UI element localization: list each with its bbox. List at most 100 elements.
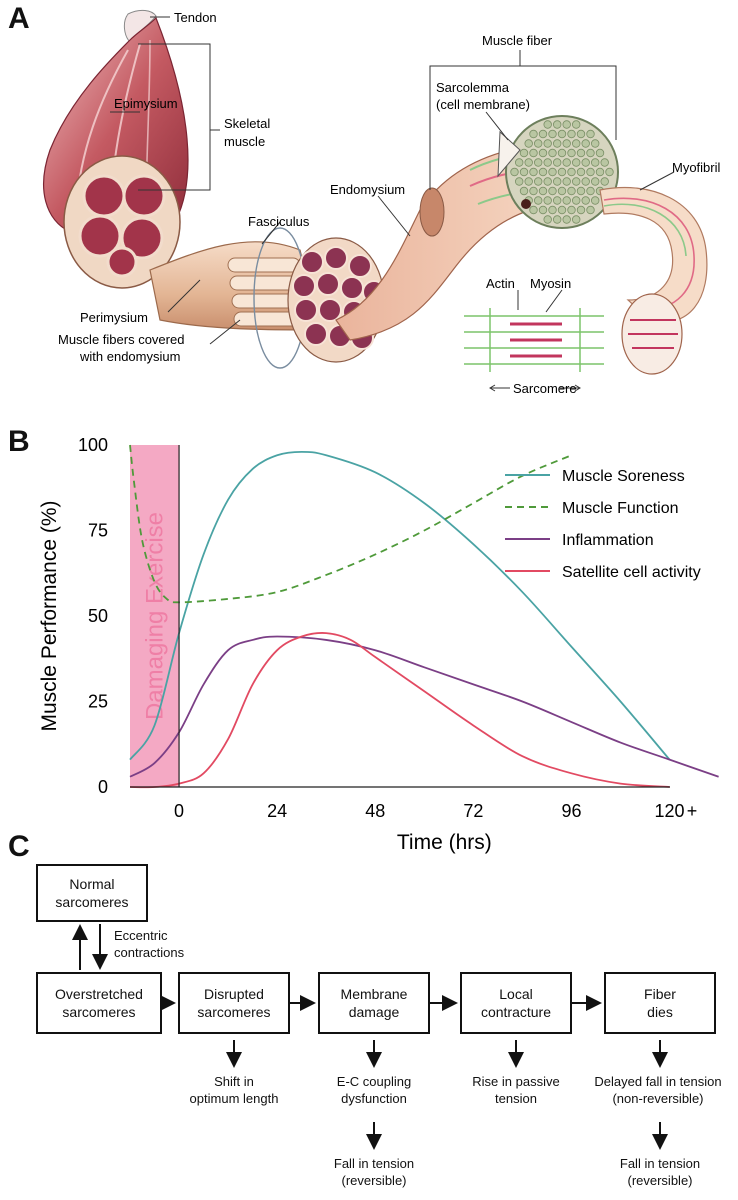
myofibril-dot xyxy=(538,167,548,177)
y-tick-100: 100 xyxy=(78,435,108,455)
myofibril-dot xyxy=(553,158,562,167)
damaging-exercise-region xyxy=(130,445,180,787)
myofibril-dot xyxy=(567,129,576,139)
myofibril-dot xyxy=(557,148,567,158)
panel-letter-a: A xyxy=(8,2,30,35)
sarcolemma-flap xyxy=(497,130,521,178)
y-tick-50: 50 xyxy=(88,606,108,626)
box-membrane-damage: Membrane damage xyxy=(318,972,430,1034)
myofibril-dot xyxy=(534,158,543,167)
x-tick-plus: + xyxy=(687,801,698,821)
myofibril-dot xyxy=(534,177,543,186)
myofibril-dot xyxy=(515,158,524,167)
box-normal-sarcomeres: Normal sarcomeres xyxy=(36,864,148,922)
box-fiber-dies: Fiber dies xyxy=(604,972,716,1034)
myofibril-dot xyxy=(567,148,576,158)
myofibril-dot xyxy=(562,177,571,186)
box-overstretched-sarcomeres: Overstretched sarcomeres xyxy=(36,972,162,1034)
myofibril-dot xyxy=(538,148,548,158)
myofibril-dot xyxy=(519,186,529,196)
legend-label-1: Muscle Function xyxy=(562,500,679,517)
legend-label-0: Muscle Soreness xyxy=(562,468,685,485)
myofibril-dot xyxy=(567,205,576,215)
myofibril-dot xyxy=(562,158,571,167)
myofibril-dot xyxy=(586,186,595,196)
label-myosin: Myosin xyxy=(530,276,571,291)
note-eccentric-contractions: Eccentric contractions xyxy=(114,928,185,960)
myofibril-dot xyxy=(524,158,533,167)
label-endomysium: Endomysium xyxy=(330,182,405,197)
series-line-inflammation xyxy=(129,635,719,778)
myofibril-dot xyxy=(581,139,590,148)
myofibril-dot xyxy=(519,148,529,158)
panel-letter-c: C xyxy=(8,830,30,863)
myofibril-dot xyxy=(562,215,571,224)
myofibril-dot xyxy=(548,167,557,177)
myofibril-dot xyxy=(557,129,567,139)
myofibril-dot xyxy=(581,158,590,167)
myofibril-dot xyxy=(534,139,543,148)
myofibril-dot xyxy=(529,205,538,215)
myofibril-dot xyxy=(519,167,529,177)
y-tick-0: 0 xyxy=(98,777,108,797)
legend-label-3: Satellite cell activity xyxy=(562,564,701,581)
myofibril-dot xyxy=(595,167,605,177)
myofibril-dot xyxy=(562,139,571,148)
myofibril-dot xyxy=(605,167,614,177)
myofibril-dot xyxy=(562,120,571,129)
myofibril-dot xyxy=(553,139,562,148)
myofibril-dot xyxy=(576,205,586,215)
myofibril-dot xyxy=(562,196,571,205)
myofibril-dot xyxy=(529,129,538,139)
myofibril-dot xyxy=(524,177,533,186)
myofibril-dot xyxy=(581,177,590,186)
myofibril-dot xyxy=(557,186,567,196)
label-myofibril: Myofibril xyxy=(672,160,721,175)
muscle-cross-section xyxy=(63,155,181,289)
box-local-contracture: Local contracture xyxy=(460,972,572,1034)
x-axis-label: Time (hrs) xyxy=(397,831,492,854)
myofibril-dot xyxy=(576,167,586,177)
x-tick-24: 24 xyxy=(267,801,287,821)
series-layer xyxy=(129,444,719,789)
panel-a-muscle-anatomy: A xyxy=(0,0,738,425)
x-tick-120: 120 xyxy=(655,801,685,821)
myofibril-dot xyxy=(572,196,581,205)
myofibril-dot xyxy=(591,139,600,148)
x-tick-0: 0 xyxy=(174,801,184,821)
myofibril-dot xyxy=(567,167,576,177)
myofibril-dot xyxy=(524,139,533,148)
myofibril-dot xyxy=(557,205,567,215)
myofibril-dot xyxy=(534,196,543,205)
myofibril-dot xyxy=(553,120,562,129)
myofibril-dot xyxy=(553,196,562,205)
myofibril-dot xyxy=(538,129,548,139)
label-tendon: Tendon xyxy=(174,10,217,25)
label-actin: Actin xyxy=(486,276,515,291)
sarcomere-schematic xyxy=(464,308,604,372)
myofibril-dot xyxy=(548,148,557,158)
note-ec-coupling: E-C coupling dysfunction xyxy=(336,1074,412,1106)
myofibril-dot xyxy=(529,148,538,158)
x-tick-72: 72 xyxy=(463,801,483,821)
myofibril-dot xyxy=(576,148,586,158)
label-perimysium: Perimysium xyxy=(80,310,148,325)
x-tick-96: 96 xyxy=(561,801,581,821)
label-muscle-fiber: Muscle fiber xyxy=(482,33,553,48)
myofibril-dot xyxy=(548,186,557,196)
myofibril-dot xyxy=(572,139,581,148)
myofibril-dot xyxy=(572,215,581,224)
leader-lines xyxy=(110,16,675,392)
myofibril-dot xyxy=(543,177,552,186)
note-rise-passive-tension: Rise in passive tension xyxy=(472,1074,560,1106)
panel-c-flowchart: C Normal sarcomeres Overstretched sarcom… xyxy=(0,830,738,1200)
myofibril-dot xyxy=(586,129,595,139)
myofibril-dot xyxy=(515,177,524,186)
myofibril-dot xyxy=(529,167,538,177)
y-axis-label: Muscle Performance (%) xyxy=(38,500,61,731)
